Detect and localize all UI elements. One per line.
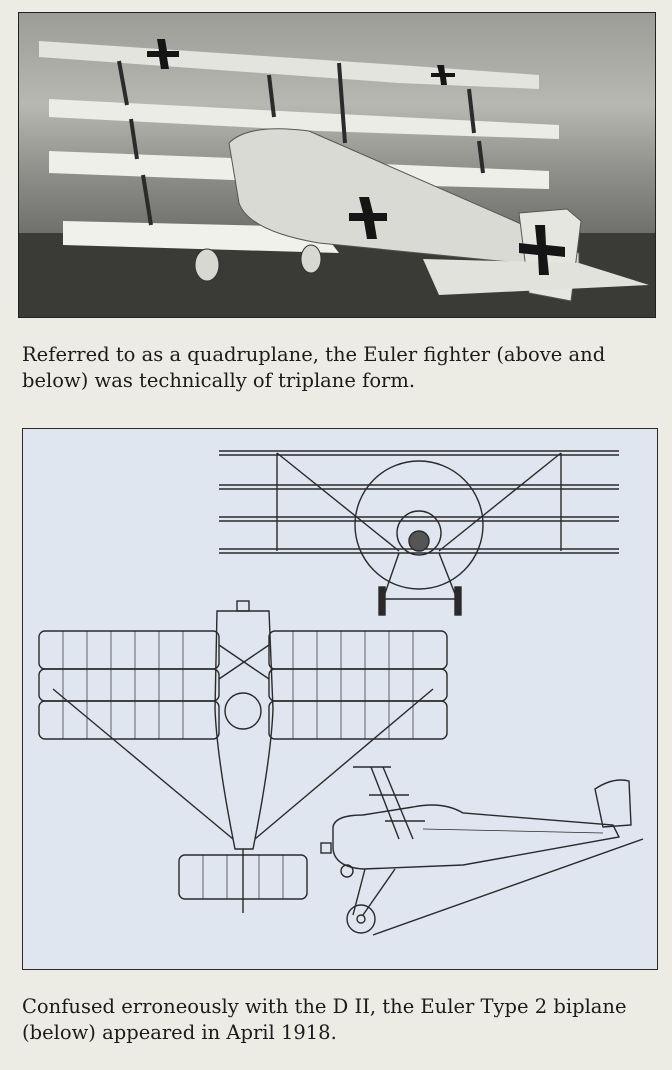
- euler-triplane-photo-illustration: [19, 39, 655, 317]
- euler-three-view-illustration: [38, 450, 644, 936]
- drawing-caption: Confused erroneously with the D II, the …: [22, 995, 627, 1044]
- front-view: [219, 450, 619, 616]
- photo-caption: Referred to as a quadruplane, the Euler …: [22, 343, 606, 392]
- aircraft-photo: [18, 12, 656, 318]
- side-view: [320, 766, 644, 936]
- three-view-drawing: [22, 428, 658, 970]
- plan-view: [38, 600, 448, 913]
